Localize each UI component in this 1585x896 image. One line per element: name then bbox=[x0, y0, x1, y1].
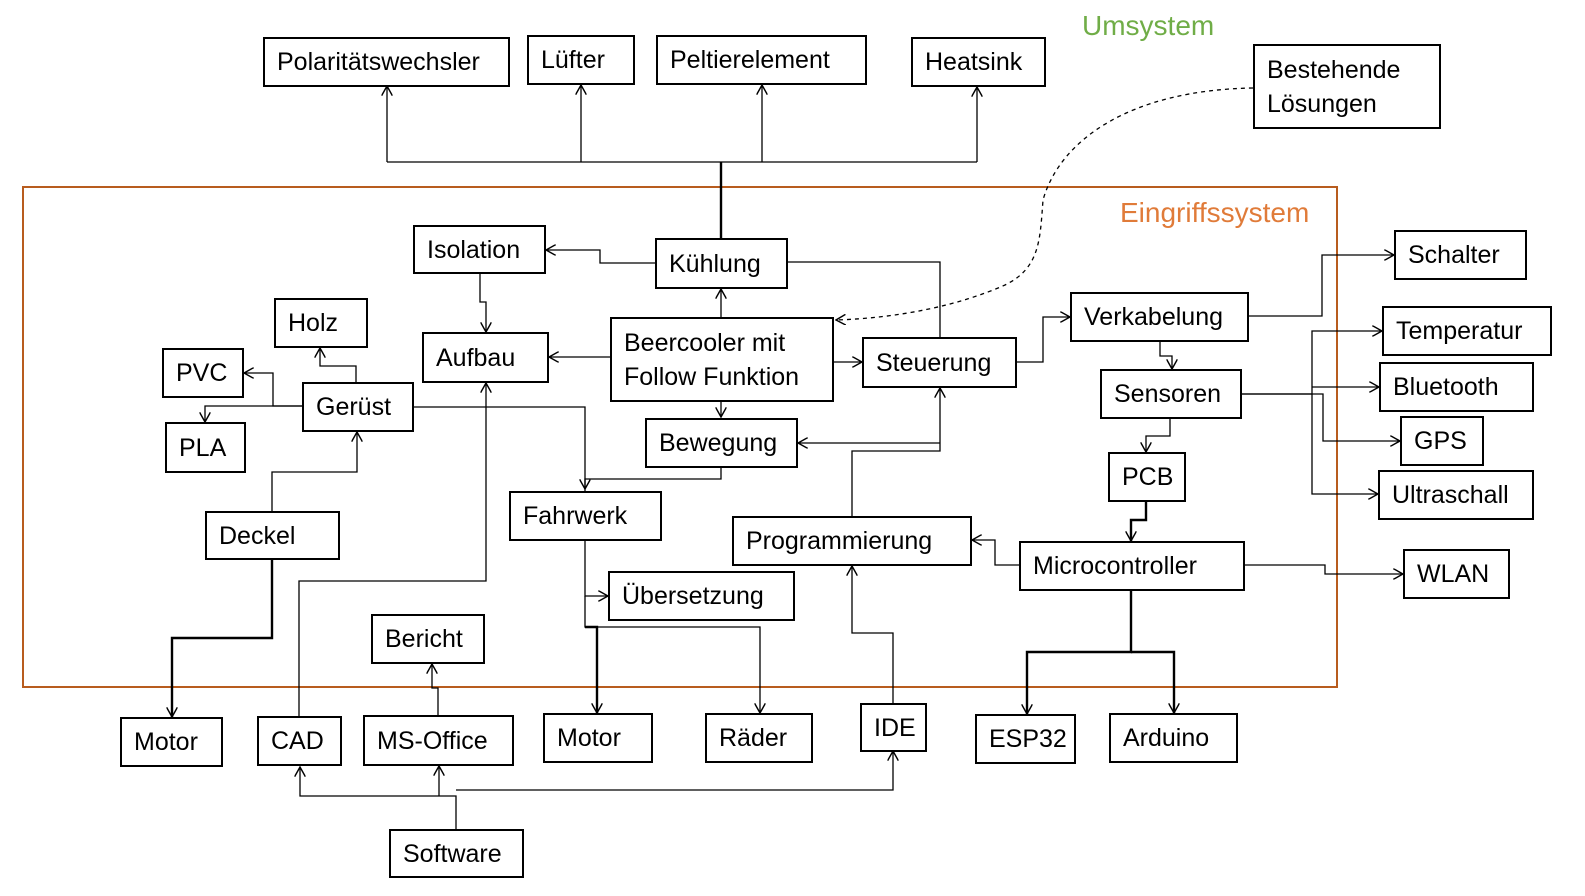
node-sensoren: Sensoren bbox=[1100, 369, 1242, 419]
node-kuehlung: Kühlung bbox=[655, 238, 788, 289]
node-raeder: Räder bbox=[705, 713, 813, 763]
node-temperatur: Temperatur bbox=[1382, 306, 1552, 356]
kuehlung-to-steuerung-line bbox=[788, 261, 941, 337]
node-bewegung: Bewegung bbox=[645, 418, 798, 468]
cad-to-aufbau-arrow bbox=[298, 383, 486, 716]
node-heatsink: Heatsink bbox=[911, 37, 1046, 87]
deckel-to-geruest-arrow bbox=[271, 432, 357, 511]
bewegung-to-fahrwerk-arrow bbox=[585, 468, 722, 489]
ide-to-programmierung-arrow bbox=[852, 566, 894, 703]
node-schalter: Schalter bbox=[1394, 230, 1527, 280]
isolation-to-aufbau-arrow bbox=[479, 274, 486, 332]
sensoren-to-temperatur-arrow bbox=[1241, 331, 1382, 395]
node-pvc: PVC bbox=[162, 348, 244, 398]
node-software: Software bbox=[389, 829, 524, 878]
msoffice-to-bericht-arrow bbox=[432, 664, 439, 715]
eingriffssystem-region bbox=[22, 186, 1338, 688]
sensoren-to-gps-arrow bbox=[1241, 393, 1400, 441]
fahrwerk-to-raeder-arrow bbox=[584, 596, 760, 713]
fahrwerk-to-motor-arrow bbox=[585, 625, 597, 713]
software-to-ide-arrow bbox=[456, 751, 893, 791]
microcontroller-to-wlan-arrow bbox=[1244, 564, 1403, 574]
node-holz: Holz bbox=[274, 298, 368, 348]
node-ide: IDE bbox=[860, 703, 927, 752]
pcb-to-microcontroller-arrow bbox=[1131, 502, 1148, 541]
bestehende-loesungen-dashed-arrow bbox=[836, 87, 1254, 320]
kuehlung-to-isolation-arrow bbox=[546, 250, 655, 264]
deckel-to-motor-arrow bbox=[172, 560, 274, 717]
node-steuerung: Steuerung bbox=[862, 337, 1017, 388]
node-esp32: ESP32 bbox=[975, 714, 1076, 764]
node-motor-mid: Motor bbox=[543, 713, 653, 763]
node-programmierung: Programmierung bbox=[732, 516, 972, 566]
node-geruest: Gerüst bbox=[302, 382, 414, 432]
node-microcontroller: Microcontroller bbox=[1019, 541, 1245, 591]
verkabelung-to-schalter-arrow bbox=[1248, 255, 1394, 317]
node-cad: CAD bbox=[257, 716, 342, 766]
node-wlan: WLAN bbox=[1403, 549, 1510, 599]
software-to-cad-arrow bbox=[300, 767, 457, 829]
node-aufbau: Aufbau bbox=[422, 332, 549, 383]
node-fahrwerk: Fahrwerk bbox=[509, 491, 662, 541]
node-gps: GPS bbox=[1400, 416, 1484, 466]
microcontroller-to-esp32-arrow bbox=[1027, 590, 1133, 714]
node-verkabelung: Verkabelung bbox=[1070, 292, 1249, 342]
node-bestehende-loesungen: Bestehende Lösungen bbox=[1253, 44, 1441, 129]
node-motor-left: Motor bbox=[120, 717, 223, 767]
node-deckel: Deckel bbox=[205, 511, 340, 560]
node-beercooler: Beercooler mit Follow Funktion bbox=[610, 317, 834, 402]
fahrwerk-to-uebersetzung-arrow bbox=[584, 540, 608, 596]
sensoren-to-ultraschall-arrow bbox=[1311, 394, 1378, 494]
node-pcb: PCB bbox=[1108, 452, 1186, 502]
microcontroller-to-programmierung-arrow bbox=[972, 540, 1019, 566]
verkabelung-to-sensoren-arrow bbox=[1159, 342, 1172, 369]
programmierung-to-steuerung-arrow bbox=[851, 388, 940, 516]
umsystem-label: Umsystem bbox=[1082, 10, 1215, 41]
node-bluetooth: Bluetooth bbox=[1379, 362, 1534, 412]
node-pla: PLA bbox=[165, 422, 246, 473]
node-luefter: Lüfter bbox=[527, 35, 635, 85]
node-polaritaetswechsler: Polaritätswechsler bbox=[263, 37, 510, 87]
node-peltierelement: Peltierelement bbox=[656, 35, 867, 85]
microcontroller-to-arduino-arrow bbox=[1131, 650, 1174, 713]
node-ultraschall: Ultraschall bbox=[1378, 470, 1534, 520]
eingriffssystem-label: Eingriffssystem bbox=[1120, 197, 1310, 228]
node-arduino: Arduino bbox=[1109, 713, 1238, 763]
geruest-to-pvc-arrow bbox=[244, 373, 302, 407]
sensoren-to-pcb-arrow bbox=[1146, 419, 1171, 452]
geruest-to-holz-arrow bbox=[320, 348, 357, 382]
node-bericht: Bericht bbox=[371, 614, 485, 664]
node-isolation: Isolation bbox=[413, 225, 546, 274]
node-ms-office: MS-Office bbox=[363, 715, 514, 766]
steuerung-to-verkabelung-arrow bbox=[1016, 317, 1070, 363]
node-uebersetzung: Übersetzung bbox=[608, 571, 795, 621]
geruest-to-fahrwerk-line bbox=[413, 406, 586, 491]
geruest-to-pla-arrow bbox=[205, 405, 302, 422]
